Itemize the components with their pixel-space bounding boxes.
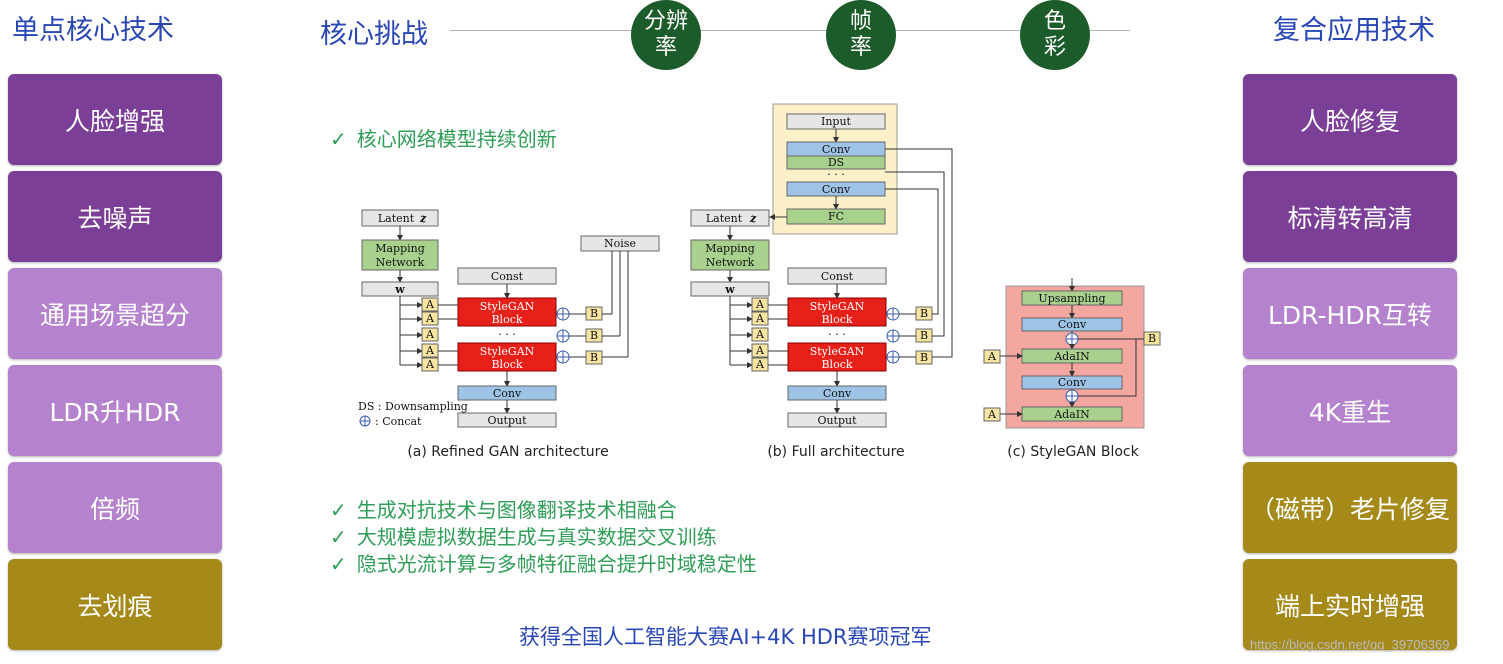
bullet-3: ✓隐式光流计算与多帧特征融合提升时域稳定性 bbox=[330, 552, 757, 576]
latent-box-a: Latent bbox=[378, 212, 415, 225]
left-tile-5[interactable]: 倍频 bbox=[8, 462, 222, 553]
stylegan-block-a1: StyleGAN bbox=[480, 300, 535, 313]
svg-text:A: A bbox=[755, 358, 765, 371]
right-heading: 复合应用技术 bbox=[1273, 15, 1435, 46]
svg-text:A: A bbox=[425, 328, 435, 341]
diagram-a: Latent z Mapping Network w A A A A A Con… bbox=[358, 209, 660, 460]
svg-text:B: B bbox=[920, 329, 928, 342]
challenge-framerate: 帧率 bbox=[826, 0, 896, 70]
svg-text:Block: Block bbox=[491, 313, 522, 326]
bullet-2: ✓大规模虚拟数据生成与真实数据交叉训练 bbox=[330, 525, 717, 549]
latent-box-b: Latent bbox=[706, 212, 743, 225]
challenge-color: 色彩 bbox=[1020, 0, 1090, 70]
svg-text:B: B bbox=[920, 351, 928, 364]
svg-text:· · ·: · · · bbox=[828, 328, 845, 341]
left-tile-3[interactable]: 通用场景超分 bbox=[8, 268, 222, 359]
architecture-figure: Latent z Mapping Network w A A A A A Con… bbox=[358, 103, 1161, 460]
caption-c: (c) StyleGAN Block bbox=[1007, 444, 1139, 460]
w-box-b: w bbox=[724, 283, 735, 296]
svg-text:B: B bbox=[590, 329, 598, 342]
svg-text:A: A bbox=[987, 408, 997, 421]
const-box-a: Const bbox=[491, 270, 524, 283]
svg-text:· · ·: · · · bbox=[498, 328, 515, 341]
left-tile-2[interactable]: 去噪声 bbox=[8, 171, 222, 262]
fc-box-b: FC bbox=[828, 210, 844, 223]
right-tile-4[interactable]: 4K重生 bbox=[1243, 365, 1457, 456]
conv-box-b3: Conv bbox=[823, 387, 852, 400]
adain-box-c1: AdaIN bbox=[1053, 350, 1090, 363]
ds-box-b: DS bbox=[828, 156, 844, 169]
caption-b: (b) Full architecture bbox=[767, 444, 904, 460]
svg-text:· · ·: · · · bbox=[827, 168, 844, 181]
bullet-1: ✓生成对抗技术与图像翻译技术相融合 bbox=[330, 498, 677, 522]
svg-text:B: B bbox=[590, 351, 598, 364]
challenge-resolution: 分辨率 bbox=[631, 0, 701, 70]
svg-text:B: B bbox=[1148, 332, 1156, 345]
svg-text:A: A bbox=[755, 344, 765, 357]
right-tile-6[interactable]: 端上实时增强 bbox=[1243, 559, 1457, 650]
mapping-box-a: Mapping bbox=[375, 242, 425, 255]
output-box-b: Output bbox=[817, 414, 857, 427]
upsampling-box-c: Upsampling bbox=[1038, 292, 1105, 305]
svg-text:z: z bbox=[419, 212, 427, 225]
right-tile-3[interactable]: LDR-HDR互转 bbox=[1243, 268, 1457, 359]
conv-box-b2: Conv bbox=[822, 183, 851, 196]
ds-legend: DS : Downsampling bbox=[358, 400, 468, 413]
stylegan-block-a2: StyleGAN bbox=[480, 345, 535, 358]
right-tile-5[interactable]: （磁带）老片修复 bbox=[1243, 462, 1457, 553]
conv-box-a: Conv bbox=[493, 387, 522, 400]
watermark: https://blog.csdn.net/qq_39706369 bbox=[1250, 637, 1450, 652]
svg-text:B: B bbox=[920, 307, 928, 320]
svg-text:A: A bbox=[755, 312, 765, 325]
svg-text:Block: Block bbox=[821, 313, 852, 326]
svg-text:A: A bbox=[425, 298, 435, 311]
right-tile-1[interactable]: 人脸修复 bbox=[1243, 74, 1457, 165]
svg-text:A: A bbox=[425, 344, 435, 357]
concat-legend: : Concat bbox=[375, 415, 422, 428]
svg-text:Network: Network bbox=[706, 256, 755, 269]
svg-text:Block: Block bbox=[491, 358, 522, 371]
left-tile-1[interactable]: 人脸增强 bbox=[8, 74, 222, 165]
center-heading: 核心挑战 bbox=[320, 19, 428, 50]
check-icon: ✓ bbox=[330, 525, 347, 549]
check-icon: ✓ bbox=[330, 552, 347, 576]
stylegan-block-b2: StyleGAN bbox=[810, 345, 865, 358]
footer-award: 获得全国人工智能大赛AI+4K HDR赛项冠军 bbox=[519, 625, 932, 649]
conv-box-b1: Conv bbox=[822, 143, 851, 156]
svg-text:B: B bbox=[590, 307, 598, 320]
adain-box-c2: AdaIN bbox=[1053, 408, 1090, 421]
diagram-c: Upsampling Conv AdaIN Conv AdaIN A A B (… bbox=[983, 278, 1161, 460]
svg-text:A: A bbox=[755, 298, 765, 311]
svg-text:A: A bbox=[425, 358, 435, 371]
left-tile-4[interactable]: LDR升HDR bbox=[8, 365, 222, 456]
mapping-box-b: Mapping bbox=[705, 242, 755, 255]
conv-box-c2: Conv bbox=[1058, 376, 1087, 389]
svg-text:A: A bbox=[425, 312, 435, 325]
const-box-b: Const bbox=[821, 270, 854, 283]
svg-text:A: A bbox=[755, 328, 765, 341]
noise-box-a: Noise bbox=[604, 237, 636, 250]
conv-box-c1: Conv bbox=[1058, 318, 1087, 331]
check-icon: ✓ bbox=[330, 127, 347, 151]
svg-text:Network: Network bbox=[376, 256, 425, 269]
left-tile-6[interactable]: 去划痕 bbox=[8, 559, 222, 650]
right-tile-2[interactable]: 标清转高清 bbox=[1243, 171, 1457, 262]
check-icon: ✓ bbox=[330, 498, 347, 522]
svg-text:z: z bbox=[749, 212, 757, 225]
challenge-line bbox=[450, 30, 1130, 31]
diagram-b: Input Conv DS · · · Conv FC Latent z Map… bbox=[690, 103, 953, 460]
caption-a: (a) Refined GAN architecture bbox=[407, 444, 608, 460]
top-bullet: ✓核心网络模型持续创新 bbox=[330, 127, 557, 151]
left-heading: 单点核心技术 bbox=[12, 15, 174, 46]
input-box-b: Input bbox=[821, 115, 852, 128]
svg-text:A: A bbox=[987, 350, 997, 363]
stylegan-block-b1: StyleGAN bbox=[810, 300, 865, 313]
output-box-a: Output bbox=[487, 414, 527, 427]
w-box-a: w bbox=[394, 283, 405, 296]
svg-text:Block: Block bbox=[821, 358, 852, 371]
